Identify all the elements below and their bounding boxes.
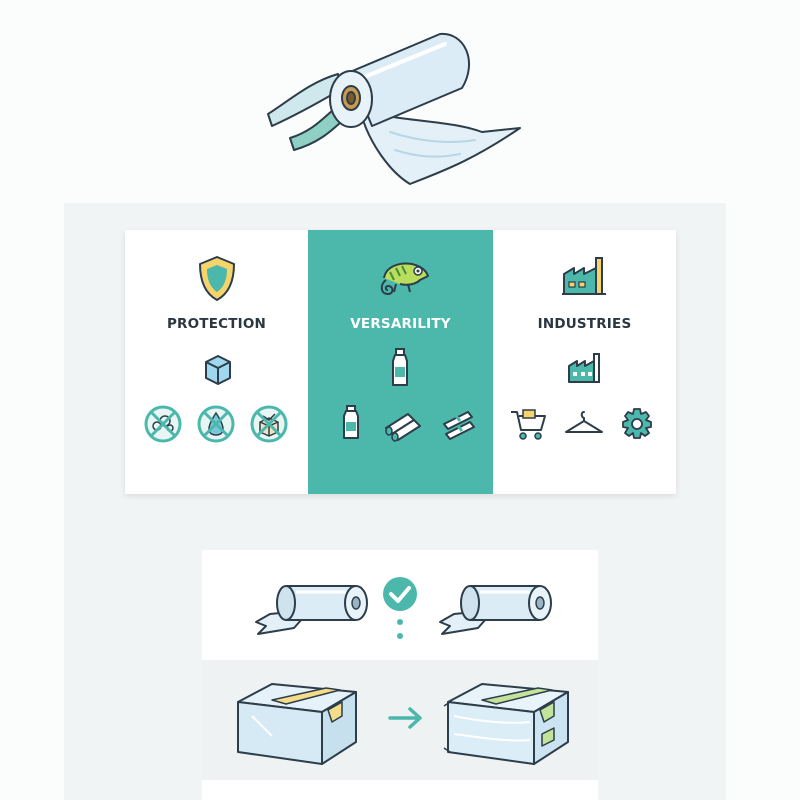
pipes-icon [385, 413, 421, 442]
versatility-column: VERSARILITY [308, 230, 493, 494]
feature-panel: PROTECTION [125, 230, 676, 494]
box-taped-icon [237, 683, 357, 765]
no-tamper-icon [250, 405, 288, 443]
arrow-right-icon [388, 707, 422, 729]
factory-small-icon [568, 353, 600, 383]
film-roll-after-icon [439, 585, 552, 635]
industries-title: INDUSTRIES [537, 316, 632, 332]
factory-icon [562, 257, 606, 295]
no-dust-icon [144, 405, 182, 443]
hanger-icon [565, 411, 603, 433]
stretch-film-roll-illustration [267, 32, 521, 185]
industries-column: INDUSTRIES [493, 230, 676, 494]
chameleon-icon [380, 262, 429, 296]
shopping-cart-icon [511, 409, 546, 440]
versatility-title: VERSARILITY [350, 316, 451, 332]
cube-icon [205, 355, 231, 385]
film-comparison-row [202, 550, 598, 660]
protection-column: PROTECTION [125, 230, 308, 494]
box-wrapped-icon [443, 683, 569, 765]
check-step-icon [383, 577, 417, 639]
bottle-icon [392, 348, 408, 386]
film-roll-before-icon [255, 585, 368, 635]
rods-icon [443, 411, 475, 440]
small-bottle-icon [343, 405, 359, 439]
wrapping-process-panel [202, 550, 598, 800]
shield-icon [199, 256, 235, 301]
no-water-icon [197, 405, 235, 443]
process-footer-strip [202, 780, 598, 800]
box-wrapping-row [202, 660, 598, 780]
protection-title: PROTECTION [166, 316, 267, 332]
gear-icon [622, 408, 652, 439]
